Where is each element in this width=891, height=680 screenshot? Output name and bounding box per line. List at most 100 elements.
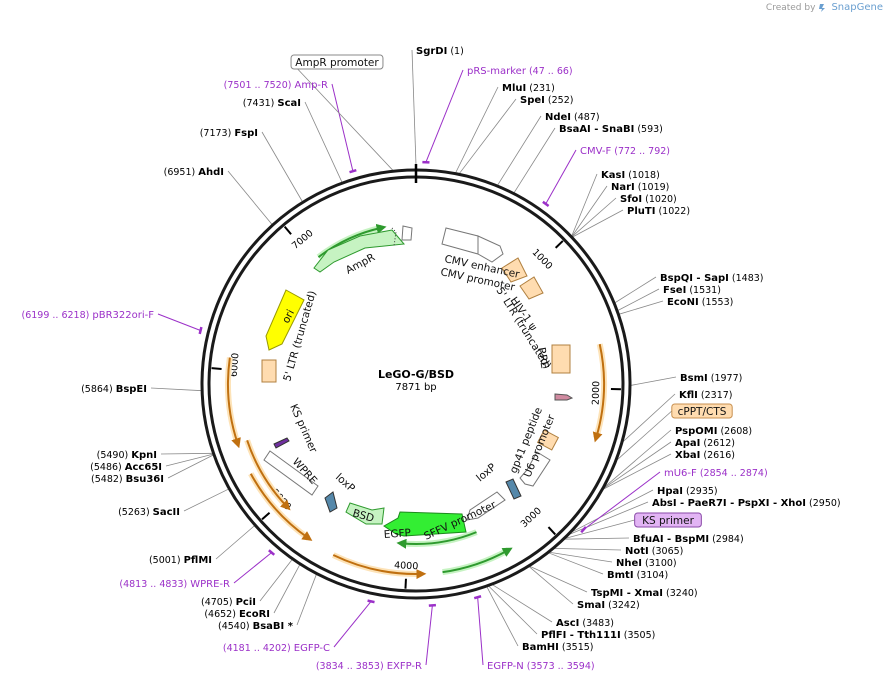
label-bsd: BSD <box>351 507 375 525</box>
site-pflmi[interactable]: (5001) PflMI <box>149 555 212 566</box>
site-nari[interactable]: NarI (1019) <box>611 182 669 193</box>
site-fsei[interactable]: FseI (1531) <box>663 285 721 296</box>
site-ndei[interactable]: NdeI (487) <box>545 112 600 123</box>
site-pcii[interactable]: (4705) PciI <box>201 597 256 608</box>
site-econi[interactable]: EcoNI (1553) <box>667 297 733 308</box>
site-sacii[interactable]: (5263) SacII <box>118 507 180 518</box>
feature-ampr[interactable] <box>313 227 406 273</box>
primer-egfp-n[interactable]: EGFP-N (3573 .. 3594) <box>473 595 595 672</box>
svg-text:AbsI - PaeR7I - PspXI -: AbsI - PaeR7I - PspXI - XhoI (2950) <box>652 498 841 509</box>
site-bamhi[interactable]: BamHI (3515) <box>522 642 594 653</box>
boxed-cppt-cts[interactable]: cPPT/CTS <box>671 403 733 419</box>
site-kfli[interactable]: KflI (2317) <box>679 390 733 401</box>
feature-5ltr-left[interactable] <box>261 359 277 383</box>
site-bsaai[interactable]: BsaAI - SnaBI (593) <box>559 124 663 135</box>
feature-u6-box[interactable] <box>536 429 560 451</box>
site-spei[interactable]: SpeI (252) <box>520 95 573 106</box>
site-smai[interactable]: SmaI (3242) <box>577 600 640 611</box>
site-tspmi[interactable]: TspMI - XmaI (3240) <box>591 588 698 599</box>
feature-gp41[interactable] <box>554 393 574 401</box>
site-scai[interactable]: (7431) ScaI <box>243 98 301 109</box>
leader-line <box>273 563 301 614</box>
boxed-ks-primer[interactable]: KS primer <box>634 512 702 528</box>
site-bspqi[interactable]: BspQI - SapI (1483) <box>660 273 764 284</box>
svg-text:(5001) PflMI: (5001) PflMI <box>149 555 212 566</box>
site-noti[interactable]: NotI (3065) <box>625 546 683 557</box>
primer-egfp-c[interactable]: (4181 .. 4202) EGFP-C <box>223 599 375 654</box>
tick-label: 4000 <box>394 560 419 572</box>
tick-label: 1000 <box>530 247 555 272</box>
feature-u6-promoter[interactable] <box>519 451 551 487</box>
feature-ampr-promoter[interactable] <box>401 225 413 241</box>
svg-text:(6199 .. 6218) pBR322ori-F: (6199 .. 6218) pBR322ori-F <box>22 310 155 321</box>
primer-leader <box>477 597 484 666</box>
feature-5ltr-right[interactable] <box>519 276 544 300</box>
leader-line <box>150 387 203 392</box>
primer-pbr322ori-f[interactable]: (6199 .. 6218) pBR322ori-F <box>22 310 203 335</box>
site-mlui[interactable]: MluI (231) <box>502 83 555 94</box>
feature-bsd[interactable] <box>345 502 385 525</box>
leader-line <box>215 524 256 560</box>
primer-exfp-r[interactable]: (3834 .. 3853) EXFP-R <box>316 603 437 672</box>
leader-line <box>487 585 538 635</box>
site-sgrdi[interactable]: SgrDI (1) <box>416 46 464 57</box>
site-bspei[interactable]: (5864) BspEI <box>81 384 147 395</box>
site-kpni[interactable]: (5490) KpnI <box>97 450 157 461</box>
primer-amp-r[interactable]: (7501 .. 7520) Amp-R <box>224 80 357 174</box>
site-pspomi[interactable]: PspOMI (2608) <box>675 426 752 437</box>
site-acc65i[interactable]: (5486) Acc65I <box>90 462 162 473</box>
site-xbai[interactable]: XbaI (2616) <box>675 450 735 461</box>
site-hpai[interactable]: HpaI (2935) <box>657 486 718 497</box>
primer-wpre-r[interactable]: (4813 .. 4833) WPRE-R <box>119 549 276 590</box>
feature-cmv-promoter[interactable] <box>477 235 504 263</box>
boxed-ampr-promoter[interactable]: AmpR promoter <box>290 54 384 70</box>
site-nhei[interactable]: NheI (3100) <box>616 558 677 569</box>
site-ecori[interactable]: (4652) EcoRI <box>204 609 270 620</box>
leader-line <box>616 288 660 312</box>
feature-loxp-left[interactable] <box>324 491 338 513</box>
site-absi[interactable]: AbsI - PaeR7I - PspXI - XhoI (2950) <box>652 498 841 509</box>
site-pflfi[interactable]: PflFI - Tth111I (3505) <box>541 630 655 641</box>
site-bsabi[interactable]: (4540) BsaBI * <box>218 621 294 632</box>
primer-mu6-f[interactable]: mU6-F (2854 .. 2874) <box>580 468 768 534</box>
site-bsmi[interactable]: BsmI (1977) <box>680 373 742 384</box>
feature-loxp-right[interactable] <box>505 478 522 500</box>
leader-line <box>528 565 588 593</box>
leader-line <box>613 276 657 304</box>
feature-ori[interactable] <box>265 289 305 351</box>
svg-text:(5486) Acc65I: (5486) Acc65I <box>90 462 162 473</box>
leader-line <box>167 454 215 479</box>
leader-line <box>615 410 673 462</box>
site-sfoi[interactable]: SfoI (1020) <box>620 194 677 205</box>
site-fspi[interactable]: (7173) FspI <box>200 128 258 139</box>
primer-prs-marker[interactable]: pRS-marker (47 .. 66) <box>422 66 573 164</box>
leader-line <box>571 173 598 238</box>
leader-line <box>571 197 617 238</box>
svg-text:AscI (3483): AscI (3483) <box>556 618 614 629</box>
site-kasi[interactable]: KasI (1018) <box>601 170 660 181</box>
leader-line <box>165 453 214 467</box>
svg-text:XbaI (2616): XbaI (2616) <box>675 450 735 461</box>
feature-hiv-psi[interactable] <box>501 257 528 283</box>
site-bsu36i[interactable]: (5482) Bsu36I <box>91 474 164 485</box>
site-asci[interactable]: AscI (3483) <box>556 618 614 629</box>
primer-cmv-f[interactable]: CMV-F (772 .. 792) <box>542 146 670 207</box>
site-ahdi[interactable]: (6951) AhdI <box>164 167 224 178</box>
svg-text:NheI (3100): NheI (3100) <box>616 558 677 569</box>
primer-mark <box>367 599 375 604</box>
site-bmti[interactable]: BmtI (3104) <box>607 570 668 581</box>
svg-text:(5482) Bsu36I: (5482) Bsu36I <box>91 474 164 485</box>
site-apai[interactable]: ApaI (2612) <box>675 438 735 449</box>
arc-egfp-outer <box>442 547 510 576</box>
feature-egfp[interactable] <box>383 511 467 537</box>
feature-wpre-box[interactable] <box>263 450 319 496</box>
leader-line <box>496 115 542 187</box>
site-bfuai[interactable]: BfuAI - BspMI (2984) <box>633 534 744 545</box>
svg-text:BsmI (1977): BsmI (1977) <box>680 373 742 384</box>
site-pluti[interactable]: PluTI (1022) <box>627 206 690 217</box>
feature-sffv-promoter[interactable] <box>466 491 506 521</box>
feature-ks-primer-inner[interactable] <box>273 437 290 449</box>
feature-rre[interactable] <box>551 344 571 374</box>
svg-text:BspQI - SapI (1483): BspQI - SapI (1483) <box>660 273 764 284</box>
